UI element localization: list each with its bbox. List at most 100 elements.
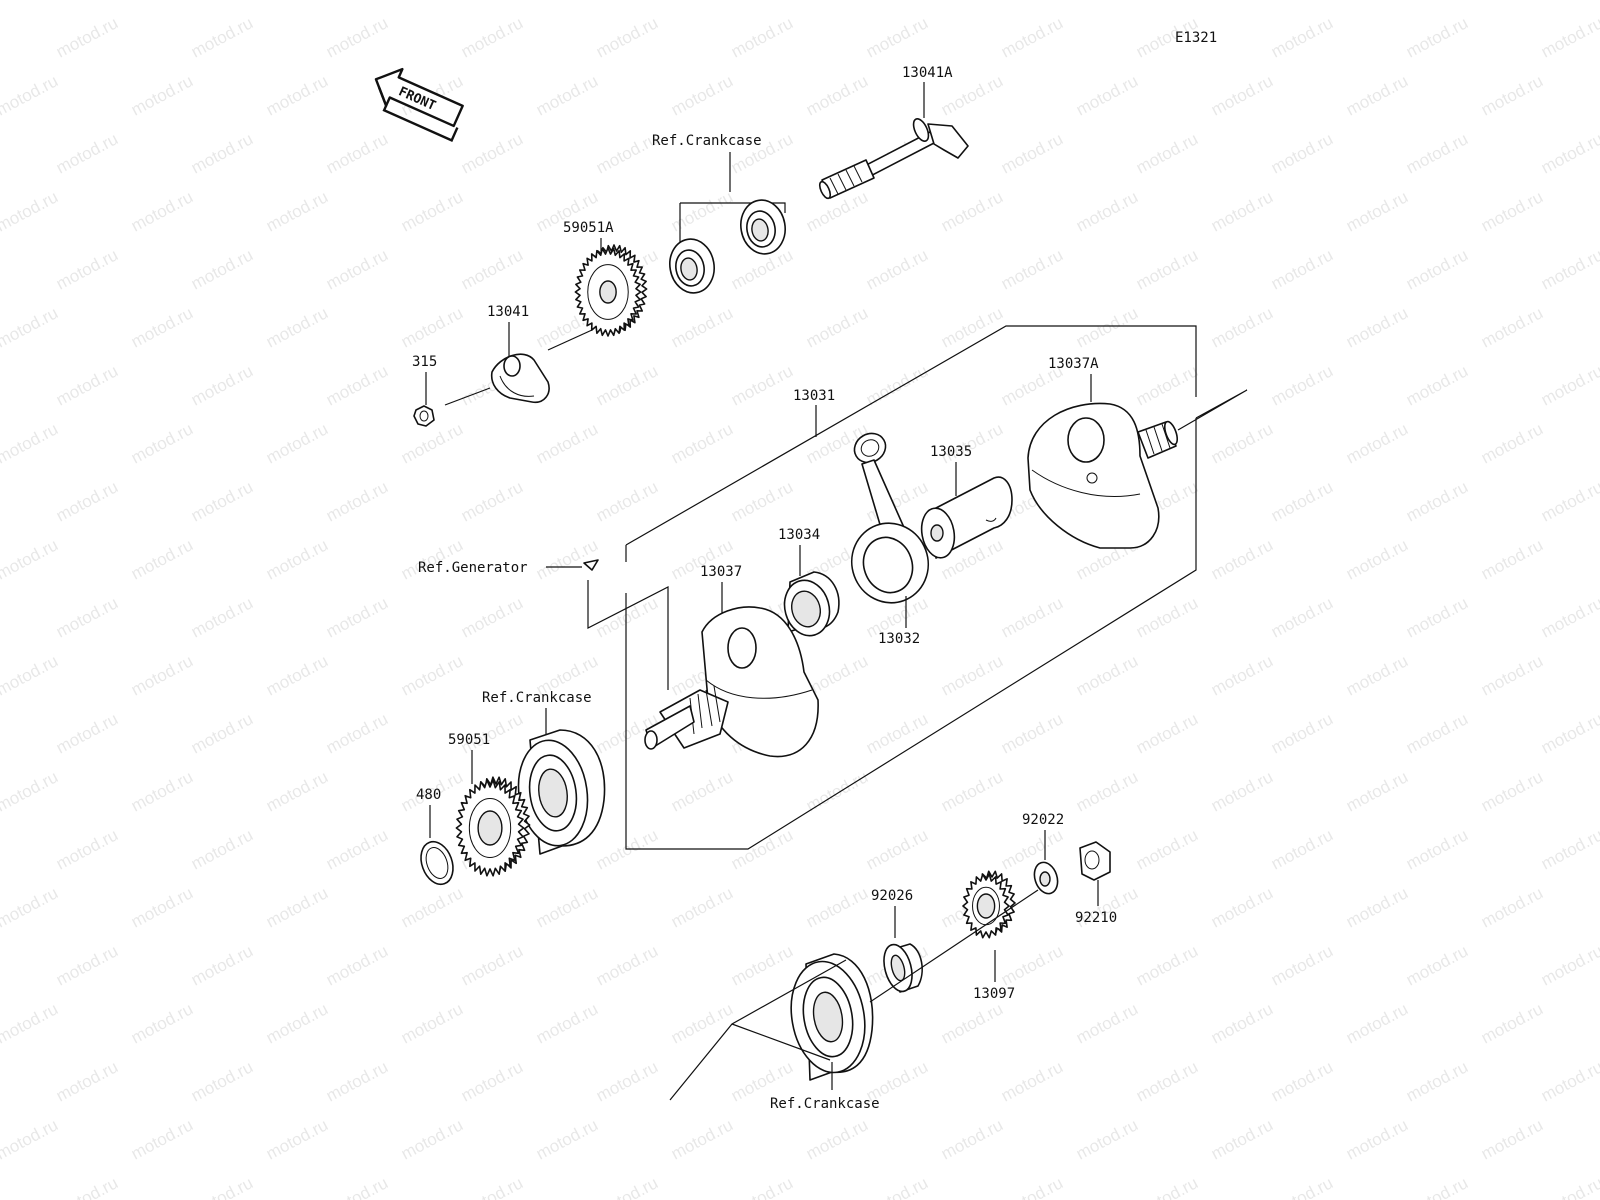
watermark-text: motod.ru bbox=[323, 709, 391, 757]
watermark-text: motod.ru bbox=[263, 535, 331, 583]
watermark-text: motod.ru bbox=[668, 71, 736, 119]
watermark-text: motod.ru bbox=[188, 1057, 256, 1105]
watermark-text: motod.ru bbox=[1268, 477, 1336, 525]
watermark-text: motod.ru bbox=[188, 361, 256, 409]
watermark-text: motod.ru bbox=[1343, 535, 1411, 583]
part-13037-crankshaft bbox=[644, 606, 819, 758]
watermark-text: motod.ru bbox=[323, 245, 391, 293]
watermark-text: motod.ru bbox=[1403, 361, 1471, 409]
watermark-text: motod.ru bbox=[398, 0, 466, 4]
part-13032-connecting-rod bbox=[850, 432, 930, 604]
watermark-text: motod.ru bbox=[263, 999, 331, 1047]
diagram-code: E1321 bbox=[1175, 30, 1217, 46]
watermark-text: motod.ru bbox=[128, 767, 196, 815]
watermark-text: motod.ru bbox=[53, 709, 121, 757]
watermark-text: motod.ru bbox=[668, 1115, 736, 1163]
watermark-text: motod.ru bbox=[128, 535, 196, 583]
watermark-text: motod.ru bbox=[863, 709, 931, 757]
bearing-top-right bbox=[740, 199, 786, 255]
part-13041-weight bbox=[490, 353, 550, 404]
watermark-text: motod.ru bbox=[53, 1057, 121, 1105]
watermark-text: motod.ru bbox=[668, 419, 736, 467]
watermark-text: motod.ru bbox=[323, 361, 391, 409]
watermark-text: motod.ru bbox=[998, 941, 1066, 989]
watermark-text: motod.ru bbox=[188, 825, 256, 873]
watermark-text: motod.ru bbox=[668, 0, 736, 4]
watermark-text: motod.ru bbox=[323, 477, 391, 525]
watermark-text: motod.ru bbox=[188, 593, 256, 641]
part-13034-needle-bearing bbox=[783, 571, 840, 637]
watermark-text: motod.ru bbox=[53, 13, 121, 61]
watermark-text: motod.ru bbox=[323, 941, 391, 989]
watermark-text: motod.ru bbox=[1343, 883, 1411, 931]
watermark-text: motod.ru bbox=[1268, 825, 1336, 873]
watermark-text: motod.ru bbox=[0, 999, 61, 1047]
label-13034: 13034 bbox=[778, 527, 820, 543]
watermark-text: motod.ru bbox=[533, 999, 601, 1047]
watermark-text: motod.ru bbox=[1133, 593, 1201, 641]
watermark-text: motod.ru bbox=[53, 361, 121, 409]
watermark-text: motod.ru bbox=[128, 0, 196, 4]
watermark-text: motod.ru bbox=[728, 13, 796, 61]
watermark-text: motod.ru bbox=[863, 13, 931, 61]
watermark-text: motod.ru bbox=[1538, 941, 1600, 989]
watermark-text: motod.ru bbox=[53, 1173, 121, 1200]
watermark-text: motod.ru bbox=[323, 129, 391, 177]
watermark-text: motod.ru bbox=[728, 1173, 796, 1200]
watermark-text: motod.ru bbox=[1268, 1057, 1336, 1105]
watermark-text: motod.ru bbox=[593, 1173, 661, 1200]
watermark-text: motod.ru bbox=[863, 245, 931, 293]
watermark-text: motod.ru bbox=[1403, 941, 1471, 989]
label-59051: 59051 bbox=[448, 732, 490, 748]
watermark-text: motod.ru bbox=[1268, 1173, 1336, 1200]
watermark-text: motod.ru bbox=[323, 1173, 391, 1200]
label-13041: 13041 bbox=[487, 304, 529, 320]
watermark-text: motod.ru bbox=[1403, 593, 1471, 641]
watermark-text: motod.ru bbox=[533, 419, 601, 467]
watermark-text: motod.ru bbox=[128, 883, 196, 931]
watermark-text: motod.ru bbox=[1478, 303, 1546, 351]
watermark-text: motod.ru bbox=[1073, 303, 1141, 351]
watermark-text: motod.ru bbox=[533, 71, 601, 119]
watermark-text: motod.ru bbox=[1403, 1057, 1471, 1105]
watermark-text: motod.ru bbox=[1208, 651, 1276, 699]
watermark-text: motod.ru bbox=[0, 767, 61, 815]
watermark-text: motod.ru bbox=[1208, 535, 1276, 583]
watermark-text: motod.ru bbox=[53, 941, 121, 989]
watermark-text: motod.ru bbox=[398, 419, 466, 467]
watermark-text: motod.ru bbox=[1208, 419, 1276, 467]
part-13037A-crank-web bbox=[1027, 402, 1179, 549]
watermark-text: motod.ru bbox=[1208, 999, 1276, 1047]
label-13097: 13097 bbox=[973, 986, 1015, 1002]
watermark-text: motod.ru bbox=[263, 0, 331, 4]
watermark-text: motod.ru bbox=[263, 187, 331, 235]
watermark-text: motod.ru bbox=[1343, 651, 1411, 699]
watermark-text: motod.ru bbox=[998, 1173, 1066, 1200]
watermark-text: motod.ru bbox=[1478, 0, 1546, 4]
watermark-text: motod.ru bbox=[1538, 1057, 1600, 1105]
watermark-text: motod.ru bbox=[0, 535, 61, 583]
watermark-text: motod.ru bbox=[323, 1057, 391, 1105]
watermark-text: motod.ru bbox=[128, 71, 196, 119]
bearing-mid bbox=[517, 729, 606, 855]
watermark-text: motod.ru bbox=[128, 999, 196, 1047]
watermark-text: motod.ru bbox=[593, 477, 661, 525]
part-92022-washer bbox=[1033, 861, 1059, 895]
watermark-text: motod.ru bbox=[458, 129, 526, 177]
watermark-text: motod.ru bbox=[593, 1057, 661, 1105]
watermark-text: motod.ru bbox=[458, 245, 526, 293]
watermark-text: motod.ru bbox=[263, 71, 331, 119]
watermark-text: motod.ru bbox=[0, 883, 61, 931]
watermark-text: motod.ru bbox=[1133, 825, 1201, 873]
label-92026: 92026 bbox=[871, 888, 913, 904]
watermark-text: motod.ru bbox=[188, 1173, 256, 1200]
watermark-text: motod.ru bbox=[938, 187, 1006, 235]
watermark-text: motod.ru bbox=[263, 303, 331, 351]
watermark-text: motod.ru bbox=[1073, 187, 1141, 235]
watermark-text: motod.ru bbox=[1133, 941, 1201, 989]
watermark-text: motod.ru bbox=[188, 941, 256, 989]
watermark-text: motod.ru bbox=[1403, 825, 1471, 873]
watermark-text: motod.ru bbox=[128, 419, 196, 467]
watermark-text: motod.ru bbox=[803, 71, 871, 119]
watermark-text: motod.ru bbox=[323, 593, 391, 641]
